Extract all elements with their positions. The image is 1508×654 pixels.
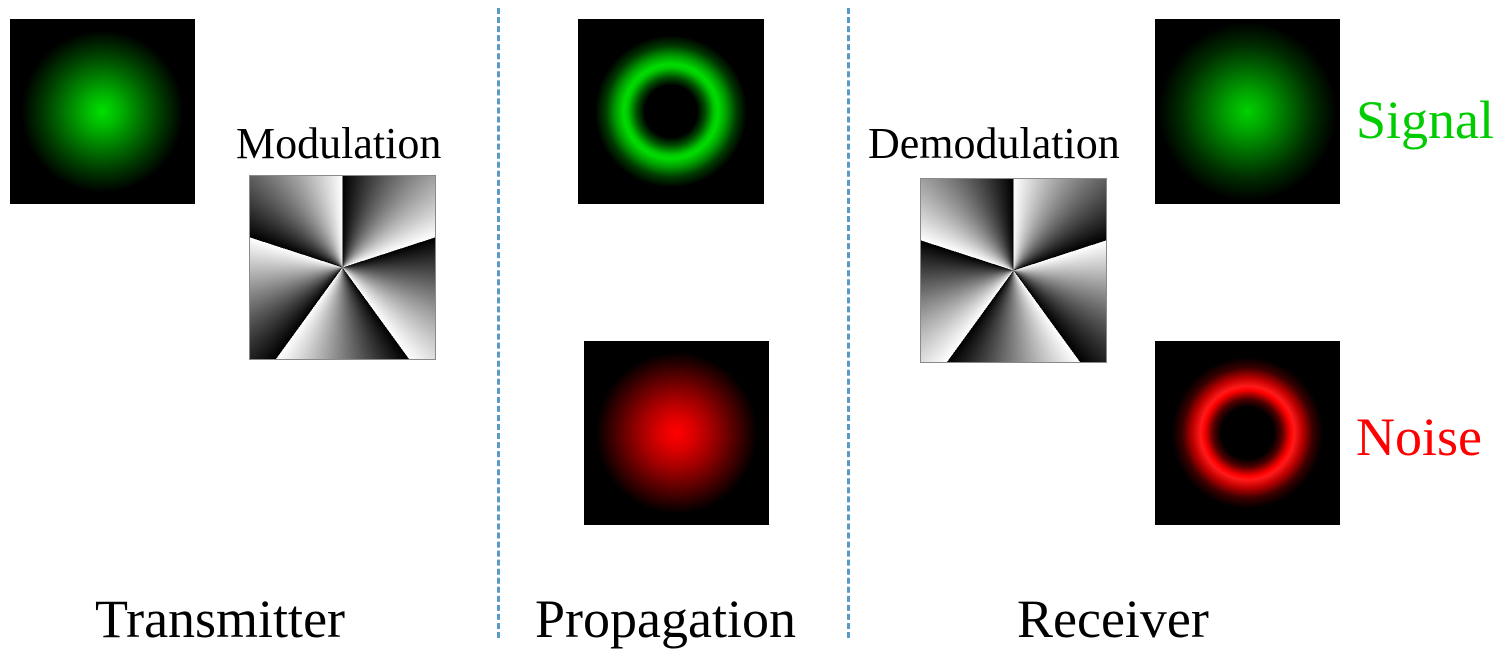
modulation-phase-plate [249,175,436,360]
divider-right [847,8,850,638]
demodulation-phase-plate [920,178,1107,363]
receiver-signal-gaussian-beam [1155,19,1340,204]
noise-label: Noise [1356,407,1482,467]
propagation-noise-gaussian-beam [584,341,769,525]
modulation-label: Modulation [236,119,442,168]
demodulation-label: Demodulation [868,119,1120,168]
propagation-label: Propagation [535,589,796,649]
transmitter-label: Transmitter [95,589,346,649]
receiver-label: Receiver [1017,589,1209,649]
transmitter-gaussian-beam [10,19,195,204]
signal-label: Signal [1356,90,1495,150]
receiver-noise-ring-beam [1155,341,1340,525]
divider-left [497,8,500,638]
propagation-signal-ring-beam [578,19,764,204]
